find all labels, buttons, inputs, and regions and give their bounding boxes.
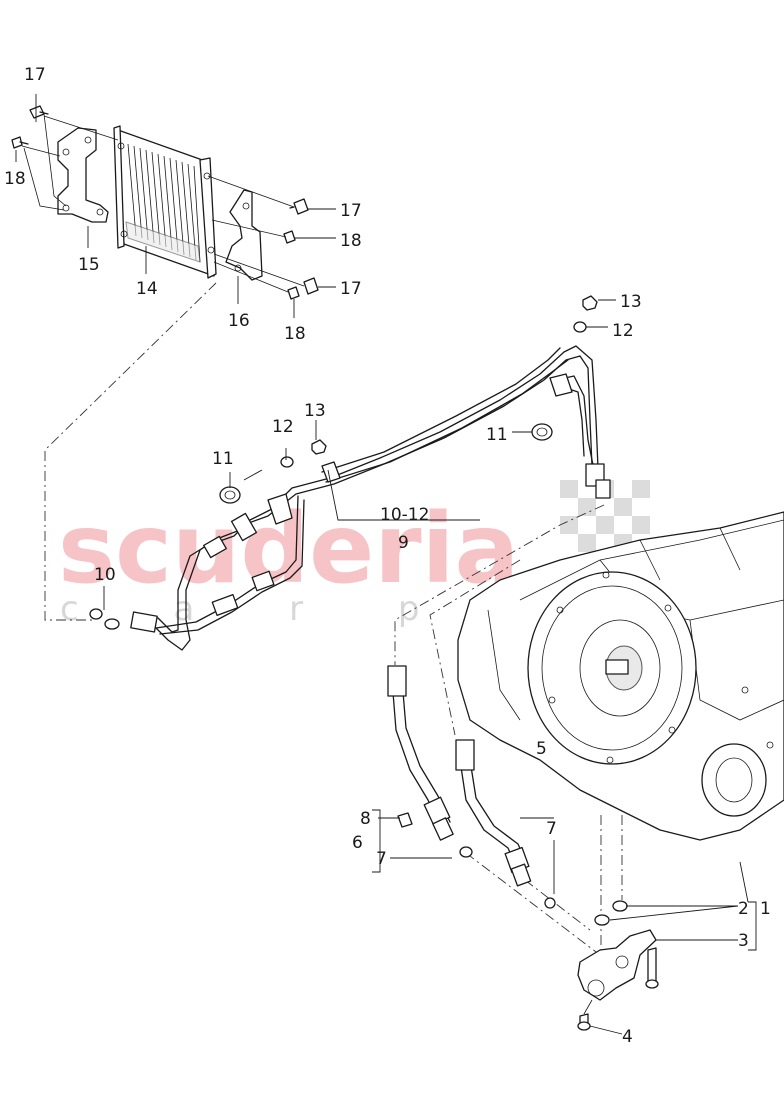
- bolt-assembly-lines: [21, 113, 305, 293]
- callout-6: 6: [352, 833, 363, 853]
- callout-12: 12: [272, 417, 294, 437]
- holder-3: [577, 900, 659, 1031]
- callout-13: 13: [620, 292, 642, 312]
- callout-5: 5: [536, 739, 547, 759]
- bracket-right: [225, 189, 263, 281]
- callout-2: 2: [738, 899, 749, 919]
- callout-17: 17: [24, 65, 46, 85]
- leader-lines: [87, 226, 757, 1035]
- callouts: 17 18 15 14 16 17 18 17 18 13 12 11 13 1…: [4, 65, 771, 1047]
- callout-11: 11: [486, 425, 508, 445]
- bolt-18-mid: [283, 230, 336, 244]
- callout-11: 11: [212, 449, 234, 469]
- callout-14: 14: [136, 279, 158, 299]
- callout-17: 17: [340, 279, 362, 299]
- bolt-17-low: [303, 277, 336, 295]
- pipe-6: [387, 665, 473, 858]
- pipe-5: [455, 739, 556, 909]
- bracket-left: [57, 127, 109, 223]
- callout-4: 4: [622, 1027, 633, 1047]
- callout-17: 17: [340, 201, 362, 221]
- assembly-guides: [44, 282, 623, 960]
- callout-15: 15: [78, 255, 100, 275]
- checkered-flag-icon: [560, 480, 650, 552]
- callout-18: 18: [340, 231, 362, 251]
- callout-7: 7: [546, 819, 557, 839]
- callout-10-12: 10-12: [380, 505, 429, 525]
- callout-10: 10: [94, 565, 116, 585]
- callout-1: 1: [760, 899, 771, 919]
- callout-8: 8: [360, 809, 371, 829]
- oil-cooler-lines: [89, 295, 611, 651]
- bolt-17-top: [29, 94, 49, 122]
- callout-9: 9: [398, 533, 409, 553]
- callout-13: 13: [304, 401, 326, 421]
- bolt-18-low: [287, 286, 300, 318]
- callout-12: 12: [612, 321, 634, 341]
- oil-cooler: [113, 125, 217, 279]
- callout-18: 18: [4, 169, 26, 189]
- bolt-17-mid: [289, 198, 336, 215]
- callout-7: 7: [376, 849, 387, 869]
- callout-16: 16: [228, 311, 250, 331]
- callout-3: 3: [738, 931, 749, 951]
- transmission: [457, 511, 784, 841]
- callout-18: 18: [284, 324, 306, 344]
- bolt-18-left: [11, 136, 29, 162]
